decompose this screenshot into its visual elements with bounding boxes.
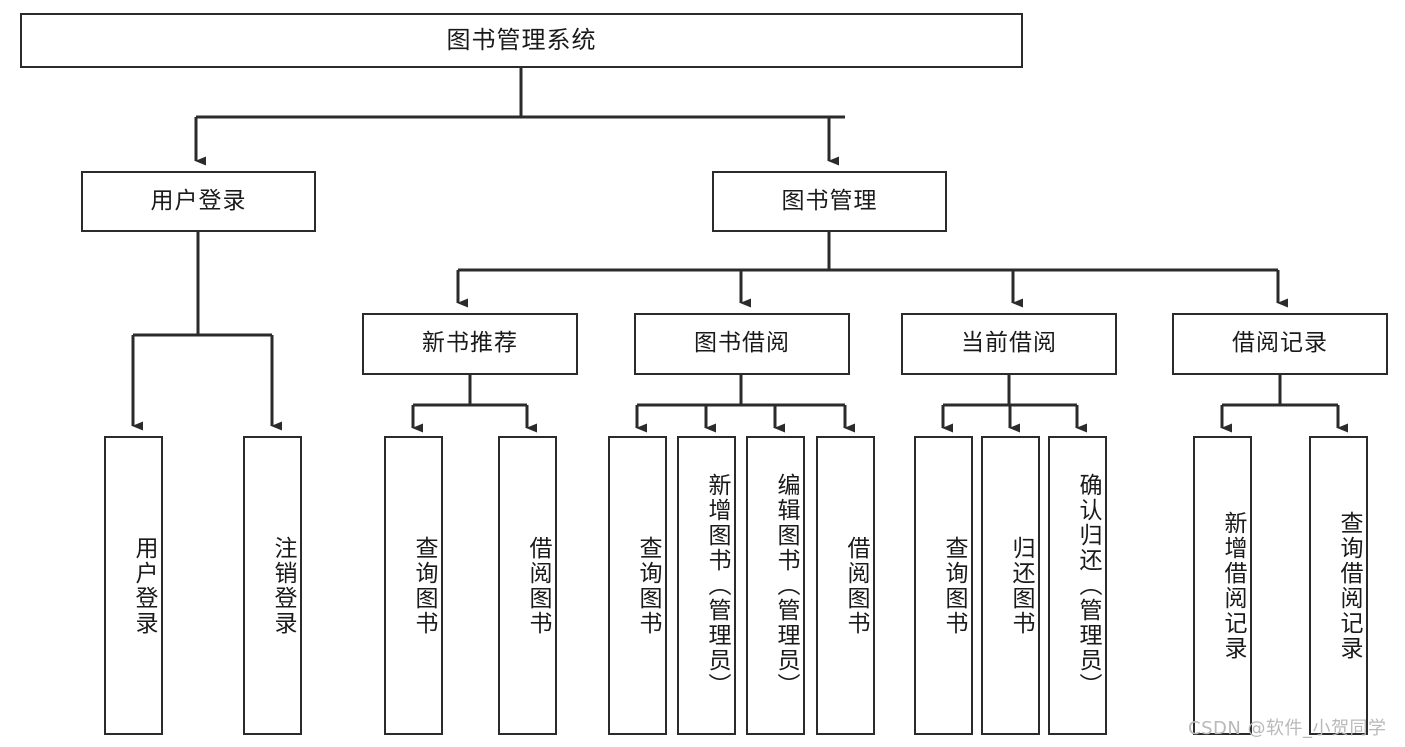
leaf-query-book-2[interactable]: 查询图书 bbox=[608, 436, 667, 735]
node-root[interactable]: 图书管理系统 bbox=[20, 13, 1023, 68]
leaf-add-book[interactable]: 新增图书（管理员） bbox=[677, 436, 736, 735]
csdn-watermark: CSDN @软件_小贺同学 bbox=[1188, 718, 1387, 739]
leaf-query-book-3[interactable]: 查询图书 bbox=[914, 436, 973, 735]
leaf-confirm-return[interactable]: 确认归还（管理员） bbox=[1048, 436, 1107, 735]
leaf-edit-book[interactable]: 编辑图书（管理员） bbox=[746, 436, 805, 735]
node-user-login[interactable]: 用户登录 bbox=[81, 171, 316, 232]
leaf-borrow-book-2[interactable]: 借阅图书 bbox=[816, 436, 875, 735]
leaf-add-record[interactable]: 新增借阅记录 bbox=[1193, 436, 1252, 735]
node-book-borrow[interactable]: 图书借阅 bbox=[634, 313, 850, 375]
leaf-return-book[interactable]: 归还图书 bbox=[981, 436, 1040, 735]
node-book-manage[interactable]: 图书管理 bbox=[712, 171, 947, 232]
leaf-user-login[interactable]: 用户登录 bbox=[104, 436, 163, 735]
leaf-query-book-1[interactable]: 查询图书 bbox=[384, 436, 443, 735]
leaf-query-record[interactable]: 查询借阅记录 bbox=[1309, 436, 1368, 735]
leaf-user-logout[interactable]: 注销登录 bbox=[243, 436, 302, 735]
node-new-book-recommend[interactable]: 新书推荐 bbox=[362, 313, 578, 375]
node-current-borrow[interactable]: 当前借阅 bbox=[901, 313, 1117, 375]
leaf-borrow-book-1[interactable]: 借阅图书 bbox=[498, 436, 557, 735]
node-borrow-record[interactable]: 借阅记录 bbox=[1172, 313, 1388, 375]
